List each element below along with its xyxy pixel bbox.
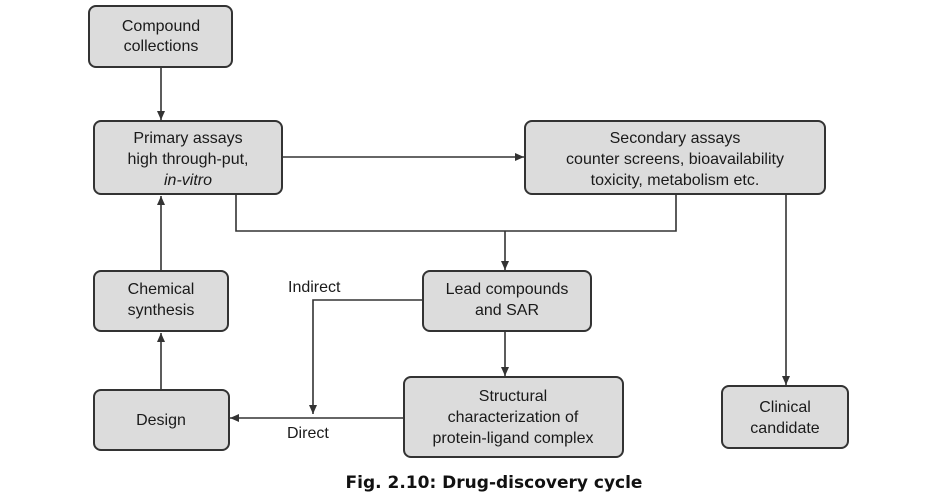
node-label: collections bbox=[124, 38, 199, 55]
node-label: Lead compounds bbox=[446, 281, 569, 298]
node-lead-compounds: Lead compounds and SAR bbox=[422, 270, 592, 332]
edge-lead-indirect bbox=[309, 299, 423, 414]
node-chemical-synthesis: Chemical synthesis bbox=[93, 270, 229, 332]
node-label: in-vitro bbox=[164, 172, 212, 189]
node-design: Design bbox=[93, 389, 230, 451]
edge-label-direct: Direct bbox=[287, 425, 329, 442]
node-label: protein-ligand complex bbox=[433, 430, 594, 447]
node-label: candidate bbox=[750, 420, 819, 437]
node-label: characterization of bbox=[448, 409, 579, 426]
node-label: Secondary assays bbox=[610, 130, 741, 147]
node-compound-collections: Compound collections bbox=[88, 5, 233, 68]
node-label: high through-put, bbox=[128, 151, 249, 168]
node-secondary-assays: Secondary assays counter screens, bioava… bbox=[524, 120, 826, 195]
node-label: Structural bbox=[479, 388, 547, 405]
node-label: synthesis bbox=[128, 302, 195, 319]
node-label: Chemical bbox=[128, 281, 195, 298]
node-label: Primary assays bbox=[133, 130, 242, 147]
node-primary-assays: Primary assays high through-put, in-vitr… bbox=[93, 120, 283, 195]
node-label: toxicity, metabolism etc. bbox=[591, 172, 760, 189]
node-label: and SAR bbox=[475, 302, 539, 319]
figure-caption: Fig. 2.10: Drug-discovery cycle bbox=[346, 473, 643, 493]
node-label: Clinical bbox=[759, 399, 811, 416]
node-label: Compound bbox=[122, 18, 200, 35]
edge-label-indirect: Indirect bbox=[288, 279, 341, 296]
edges bbox=[157, 67, 790, 422]
node-clinical-candidate: Clinical candidate bbox=[721, 385, 849, 449]
edge-primary-down-to-merge bbox=[235, 194, 677, 232]
node-label: Design bbox=[136, 412, 186, 429]
node-label: counter screens, bioavailability bbox=[566, 151, 784, 168]
node-structural-characterization: Structural characterization of protein-l… bbox=[403, 376, 624, 458]
